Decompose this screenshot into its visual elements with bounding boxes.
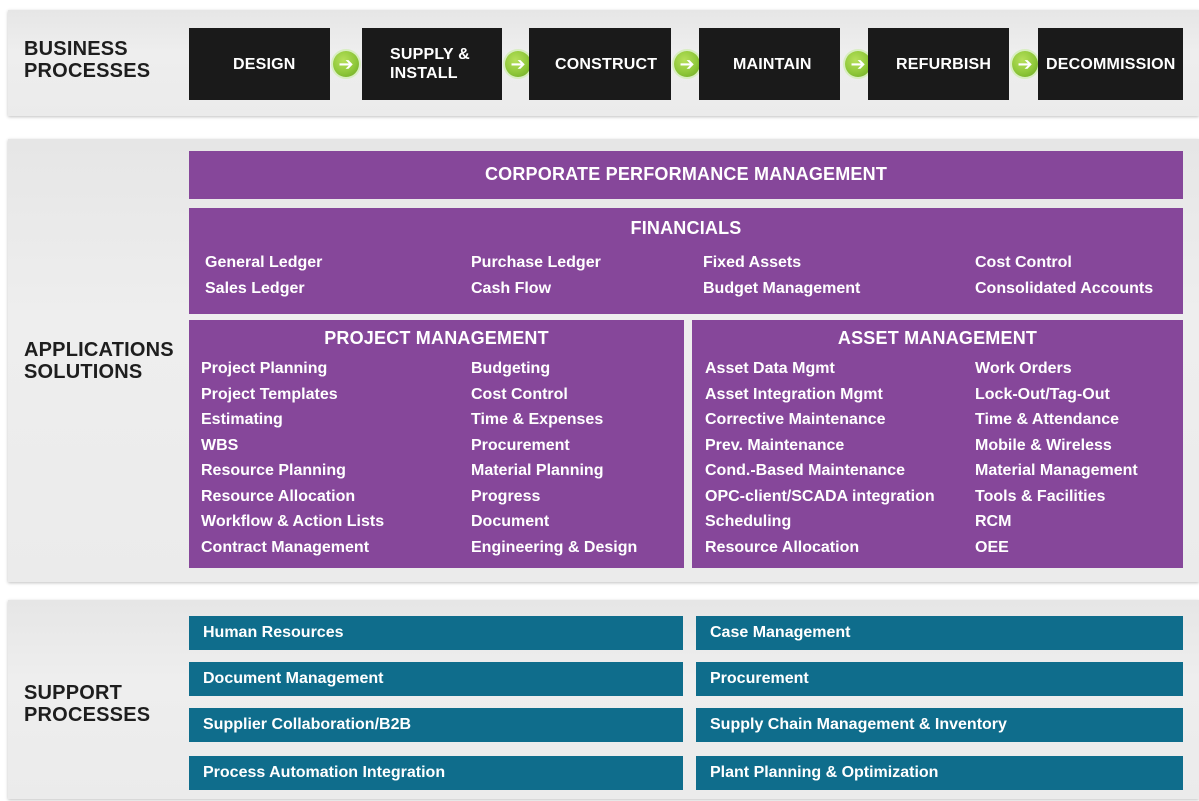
list-item: Document xyxy=(471,513,550,530)
business-processes-label: BUSINESS PROCESSES xyxy=(24,38,150,82)
list-item: Contract Management xyxy=(201,538,370,556)
financials-title: FINANCIALS xyxy=(630,218,742,238)
step-label: MAINTAIN xyxy=(733,55,812,73)
step-label: DECOMMISSION xyxy=(1046,55,1176,73)
arrow-glyph: ➔ xyxy=(338,54,354,74)
arrow-right-icon: ➔ xyxy=(845,51,871,77)
list-item: OEE xyxy=(975,538,1009,556)
support-item: Procurement xyxy=(696,662,1183,696)
financials-item: Purchase Ledger xyxy=(471,254,601,271)
list-item: Time & Attendance xyxy=(975,411,1120,428)
label-line: BUSINESS xyxy=(24,38,128,60)
step-design: DESIGN xyxy=(189,28,330,100)
list-item: WBS xyxy=(201,436,239,454)
applications-solutions-label: APPLICATIONS SOLUTIONS xyxy=(24,339,174,383)
list-item: Mobile & Wireless xyxy=(975,436,1112,454)
list-item: Time & Expenses xyxy=(471,411,604,428)
arrow-glyph: ➔ xyxy=(679,54,695,74)
list-item: Prev. Maintenance xyxy=(705,436,845,454)
support-item: Supply Chain Management & Inventory xyxy=(696,708,1183,742)
list-item: Material Management xyxy=(975,462,1138,479)
corporate-performance-management: CORPORATE PERFORMANCE MANAGEMENT xyxy=(189,151,1183,199)
arrow-right-icon: ➔ xyxy=(333,51,359,77)
arrow-glyph: ➔ xyxy=(510,54,526,74)
financials-item: Cash Flow xyxy=(471,280,552,297)
list-item: Resource Allocation xyxy=(201,487,356,505)
list-item: Lock-Out/Tag-Out xyxy=(975,385,1110,403)
list-item: Work Orders xyxy=(975,360,1072,377)
list-item: Resource Allocation xyxy=(705,538,860,556)
support-item: Human Resources xyxy=(189,616,683,650)
step-construct: CONSTRUCT xyxy=(529,28,671,100)
step-refurbish: REFURBISH xyxy=(868,28,1009,100)
list-item: Scheduling xyxy=(705,513,792,530)
list-item: Project Planning xyxy=(201,360,328,377)
label-line: PROCESSES xyxy=(24,704,151,726)
list-item: Procurement xyxy=(471,436,570,454)
cpm-title: CORPORATE PERFORMANCE MANAGEMENT xyxy=(484,164,888,184)
step-label: REFURBISH xyxy=(896,55,992,73)
list-item: RCM xyxy=(975,513,1012,530)
asset-management-title: ASSET MANAGEMENT xyxy=(837,328,1038,348)
step-supply-install: SUPPLY & INSTALL xyxy=(362,28,502,100)
label-line: SUPPORT xyxy=(24,682,123,704)
list-item: Cost Control xyxy=(471,385,568,403)
list-item: Resource Planning xyxy=(201,462,346,479)
arrow-glyph: ➔ xyxy=(1017,54,1033,74)
list-item: Progress xyxy=(471,487,541,505)
project-management-title: PROJECT MANAGEMENT xyxy=(324,328,549,348)
list-item: Material Planning xyxy=(471,462,604,479)
support-item: Supplier Collaboration/B2B xyxy=(189,708,683,742)
list-item: Asset Integration Mgmt xyxy=(705,385,883,403)
support-item: Process Automation Integration xyxy=(189,756,683,790)
financials-item: Cost Control xyxy=(975,254,1072,271)
financials-item: Consolidated Accounts xyxy=(975,280,1154,297)
list-item: Asset Data Mgmt xyxy=(705,360,835,377)
list-item: OPC-client/SCADA integration xyxy=(705,487,935,505)
label-line: SOLUTIONS xyxy=(24,361,143,383)
list-item: Project Templates xyxy=(201,385,338,403)
financials-box: FINANCIALS General Ledger Sales Ledger P… xyxy=(189,208,1183,314)
list-item: Workflow & Action Lists xyxy=(201,513,385,530)
step-label: CONSTRUCT xyxy=(555,55,658,73)
support-item: Case Management xyxy=(696,616,1183,650)
financials-item: General Ledger xyxy=(205,254,323,271)
step-label: SUPPLY & INSTALL xyxy=(390,46,470,82)
financials-item: Fixed Assets xyxy=(703,254,802,271)
list-item: Cond.-Based Maintenance xyxy=(705,462,906,479)
label-line: APPLICATIONS xyxy=(24,339,174,361)
step-decommission: DECOMMISSION xyxy=(1038,28,1183,100)
list-item: Engineering & Design xyxy=(471,538,638,556)
arrow-right-icon: ➔ xyxy=(674,51,700,77)
arrow-right-icon: ➔ xyxy=(1012,51,1038,77)
step-maintain: MAINTAIN xyxy=(699,28,840,100)
financials-item: Budget Management xyxy=(703,280,861,297)
list-item: Tools & Facilities xyxy=(975,487,1106,505)
label-line: PROCESSES xyxy=(24,60,151,82)
arrow-glyph: ➔ xyxy=(850,54,866,74)
list-item: Budgeting xyxy=(471,360,551,377)
support-processes-label: SUPPORT PROCESSES xyxy=(24,682,150,726)
step-label: DESIGN xyxy=(233,55,296,73)
list-item: Corrective Maintenance xyxy=(705,411,886,428)
list-item: Estimating xyxy=(201,411,283,428)
arrow-right-icon: ➔ xyxy=(505,51,531,77)
support-item: Plant Planning & Optimization xyxy=(696,756,1183,790)
support-item: Document Management xyxy=(189,662,683,696)
financials-item: Sales Ledger xyxy=(205,280,305,297)
